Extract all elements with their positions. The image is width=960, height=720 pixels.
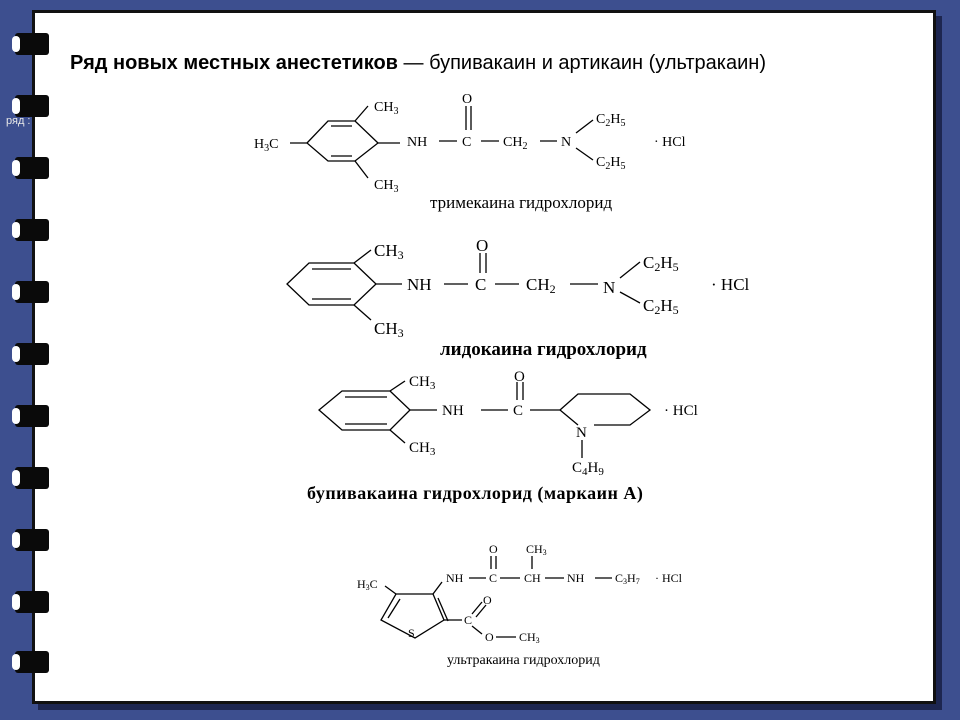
lidocaine-nh: NH [407, 275, 432, 294]
ultracaine-h3c: H3C [357, 577, 378, 592]
bupivacaine-bond [389, 380, 406, 392]
ultracaine-thiophene-ring [380, 593, 445, 639]
binder-ring [12, 405, 49, 427]
trimecaine-o: O [462, 92, 472, 107]
ultracaine-double-bond [387, 598, 401, 619]
binder-ring [12, 651, 49, 673]
trimecaine-ch2: CH2 [503, 135, 527, 152]
ultracaine-structure: H3C S NH C O CH CH3 NH C3H7 · HCl C O O … [357, 542, 683, 645]
ultracaine-nh2: NH [567, 571, 585, 585]
trimecaine-c: C [462, 135, 471, 150]
ultracaine-nh: NH [446, 571, 464, 585]
bupivacaine-hcl: · HCl [664, 403, 698, 419]
lidocaine-ethyl-top: C2H5 [643, 253, 679, 274]
lidocaine-ch2: CH2 [526, 275, 556, 296]
trimecaine-hcl: · HCl [654, 135, 686, 150]
binder-ring [12, 219, 49, 241]
ultracaine-hcl: · HCl [655, 571, 683, 585]
lidocaine-ethyl-bottom: C2H5 [643, 296, 679, 317]
trimecaine-ring [306, 120, 379, 162]
ultracaine-ester-double-bond [475, 604, 487, 618]
ultracaine-o1: O [489, 542, 498, 556]
trimecaine-bond [575, 119, 594, 134]
trimecaine-bond [575, 147, 594, 161]
trimecaine-n: N [561, 135, 571, 150]
lidocaine-structure: CH3 CH3 NH C O CH2 N C2H5 C2H5 · HCl [286, 236, 750, 340]
trimecaine-caption: тримекаина гидрохлорид [430, 193, 613, 212]
lidocaine-n: N [603, 278, 615, 297]
binder-ring [12, 591, 49, 613]
trimecaine-ch3-top: CH3 [374, 100, 398, 117]
lidocaine-ch3-top: CH3 [374, 241, 404, 262]
binder-ring [12, 529, 49, 551]
ultracaine-o2: O [483, 593, 492, 607]
bupivacaine-o: O [514, 369, 525, 385]
lidocaine-bond [619, 291, 641, 304]
bupivacaine-n: N [576, 425, 587, 441]
lidocaine-o: O [476, 236, 488, 255]
trimecaine-ethyl-top: C2H5 [596, 112, 625, 129]
lidocaine-hcl: · HCl [711, 275, 750, 294]
trimecaine-bond [354, 105, 369, 122]
title-bold: Ряд новых местных анестетиков [70, 52, 398, 74]
binder-ring [12, 157, 49, 179]
ultracaine-c1: C [489, 571, 497, 585]
binder-ring [12, 467, 49, 489]
ultracaine-ch: CH [524, 571, 541, 585]
bupivacaine-bond [389, 429, 406, 444]
lidocaine-ch3-bottom: CH3 [374, 319, 404, 340]
lidocaine-bond [353, 249, 372, 264]
bupivacaine-nh: NH [442, 403, 464, 419]
trimecaine-h3c: H3C [254, 137, 278, 154]
stray-text: ряд : [6, 115, 31, 127]
slide-page [32, 10, 936, 704]
bupivacaine-ch3-bottom: CH3 [409, 440, 436, 458]
ultracaine-o3: O [485, 630, 494, 644]
slide-title: Ряд новых местных анестетиков — бупивака… [70, 52, 766, 75]
lidocaine-c: C [475, 275, 486, 294]
ultracaine-double-bond [437, 597, 449, 622]
binder-ring [12, 343, 49, 365]
ultracaine-bond [471, 625, 483, 635]
ultracaine-ch3-ester: CH3 [519, 630, 540, 645]
bupivacaine-structure: CH3 CH3 NH C O N C4H9 · HCl [317, 369, 698, 478]
trimecaine-bond [354, 160, 369, 179]
ultracaine-bond [432, 581, 443, 595]
binder-ring [12, 281, 49, 303]
ultracaine-caption: ультракаина гидрохлорид [447, 653, 600, 668]
bupivacaine-c: C [513, 403, 523, 419]
ultracaine-ester-double-bond [471, 601, 483, 615]
lidocaine-caption: лидокаина гидрохлорид [440, 339, 647, 360]
ultracaine-bond [384, 585, 397, 595]
trimecaine-ch3-bottom: CH3 [374, 178, 398, 195]
trimecaine-structure: CH3 CH3 H3C NH C O CH2 N C2H5 C2H5 · HCl [254, 92, 686, 195]
lidocaine-bond [619, 261, 641, 279]
bupivacaine-piperidine-ring [559, 393, 652, 426]
trimecaine-nh: NH [407, 135, 427, 150]
ultracaine-propyl: C3H7 [615, 571, 640, 586]
lidocaine-bond [353, 304, 372, 321]
trimecaine-ethyl-bottom: C2H5 [596, 155, 625, 172]
bupivacaine-caption: бупивакаина гидрохлорид (маркаин А) [307, 483, 644, 503]
bupivacaine-ch3-top: CH3 [409, 374, 436, 392]
ultracaine-s: S [408, 626, 415, 640]
ultracaine-ch3: CH3 [526, 542, 547, 557]
title-rest: — бупивакаин и артикаин (ультракаин) [397, 52, 767, 74]
bupivacaine-butyl: C4H9 [572, 460, 604, 478]
ultracaine-c2: C [464, 613, 472, 627]
binder-ring [12, 33, 49, 55]
binder-ring [12, 95, 49, 117]
